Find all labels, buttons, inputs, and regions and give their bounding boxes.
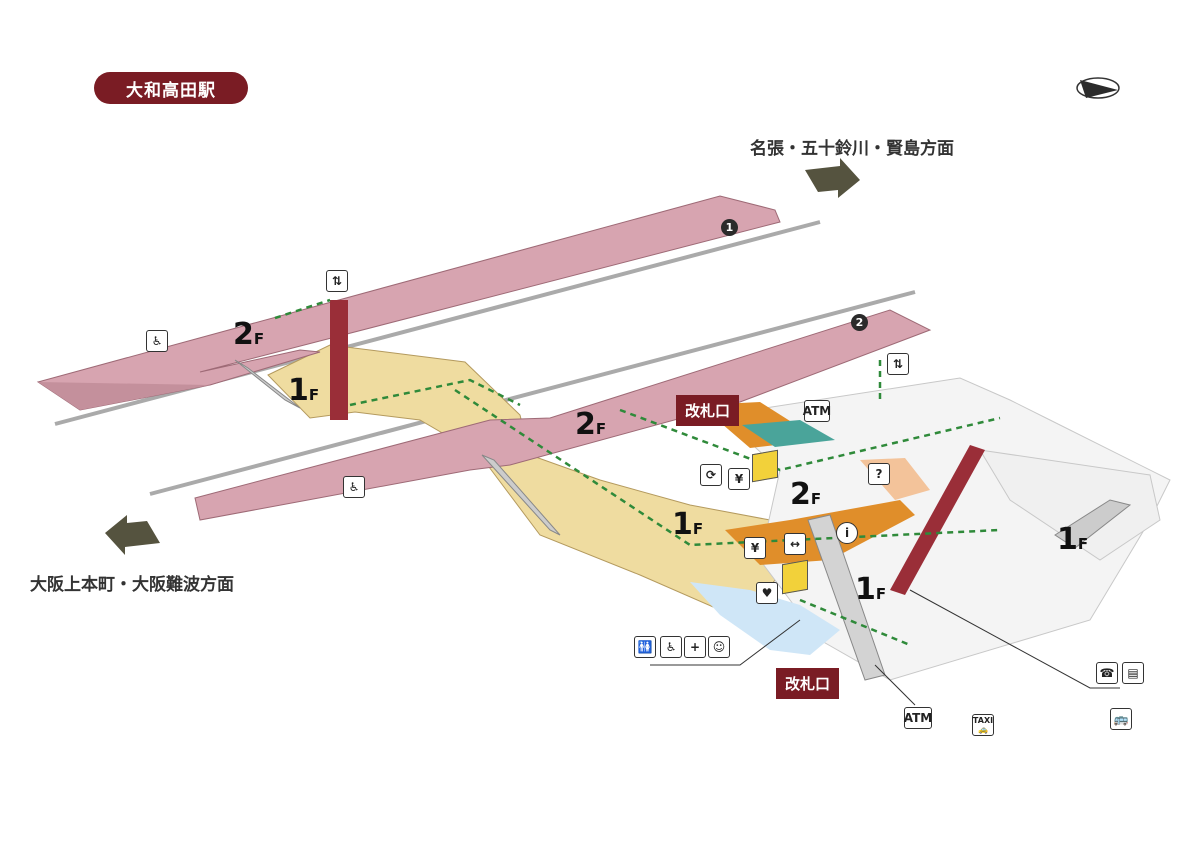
ic-card-icon: ⟳ — [700, 464, 722, 486]
direction-west-label: 大阪上本町・大阪難波方面 — [30, 575, 234, 595]
yen-icon-lower: ¥ — [744, 537, 766, 559]
toilet-icon: 🚻 — [634, 636, 656, 658]
station-name-badge: 大和高田駅 — [94, 72, 248, 104]
arrow-east-icon — [805, 158, 860, 198]
bus-icon: 🚌 — [1110, 708, 1132, 730]
toilet-leader-line — [650, 619, 801, 666]
baby-care-icon: ☺ — [708, 636, 730, 658]
floor-label-2f-center: 2F — [575, 407, 607, 442]
toilet-area — [690, 582, 840, 655]
stairs-center — [481, 454, 561, 536]
floor-label-1f-east: 1F — [855, 572, 887, 607]
floor-label-1f-west: 1F — [288, 373, 320, 408]
stairs-west — [234, 359, 301, 409]
north-arrow-icon — [1076, 77, 1120, 99]
ticket-gate-lower — [782, 559, 808, 595]
platform-number-2: 2 — [851, 314, 868, 331]
platform-1-edge — [38, 382, 210, 410]
atm-icon-lower: ATM — [904, 707, 932, 729]
elevator-icon: ⇅ — [326, 270, 348, 292]
floor-label-1f-center: 1F — [672, 507, 704, 542]
atm-icon-upper: ATM — [803, 400, 831, 422]
elevator-shaft-1 — [330, 300, 348, 420]
route-arrows — [274, 298, 1001, 647]
arrow-west-icon — [105, 515, 160, 555]
platform-number-1: 1 — [721, 219, 738, 236]
floor-label-1f-far-east: 1F — [1057, 522, 1089, 557]
ostomate-icon: + — [684, 636, 706, 658]
waiting-room-icon-2: ♿ — [343, 476, 365, 498]
fax-icon: ▤ — [1122, 662, 1144, 684]
yen-icon-upper: ¥ — [728, 468, 750, 490]
atm-leader-line — [874, 664, 916, 706]
transfer-icon: ↔ — [784, 533, 806, 555]
waiting-room-icon: ♿ — [146, 330, 168, 352]
platform-2 — [194, 309, 932, 521]
direction-east-label: 名張・五十鈴川・賢島方面 — [750, 139, 954, 159]
floor-label-2f-west: 2F — [233, 317, 265, 352]
ticket-gate-label-upper: 改札口 — [676, 395, 740, 426]
ticket-gate-label-lower: 改札口 — [776, 668, 840, 699]
taxi-icon: TAXI🚕 — [972, 714, 994, 736]
rail-track-2 — [149, 290, 916, 496]
ticket-gate-upper — [752, 449, 778, 483]
wheelchair-icon: ♿ — [660, 636, 682, 658]
concourse-east-wing — [979, 449, 1161, 561]
aed-icon: ♥ — [756, 582, 778, 604]
phone-leader-line — [909, 589, 1120, 689]
lost-property-icon: ? — [868, 463, 890, 485]
floor-label-2f-east: 2F — [790, 477, 822, 512]
ticket-machine-area-upper — [742, 420, 835, 447]
escalator — [890, 445, 985, 595]
info-icon: i — [836, 522, 858, 544]
stairs-east — [1054, 499, 1132, 549]
elevator-icon-east: ⇅ — [887, 353, 909, 375]
phone-icon: ☎ — [1096, 662, 1118, 684]
